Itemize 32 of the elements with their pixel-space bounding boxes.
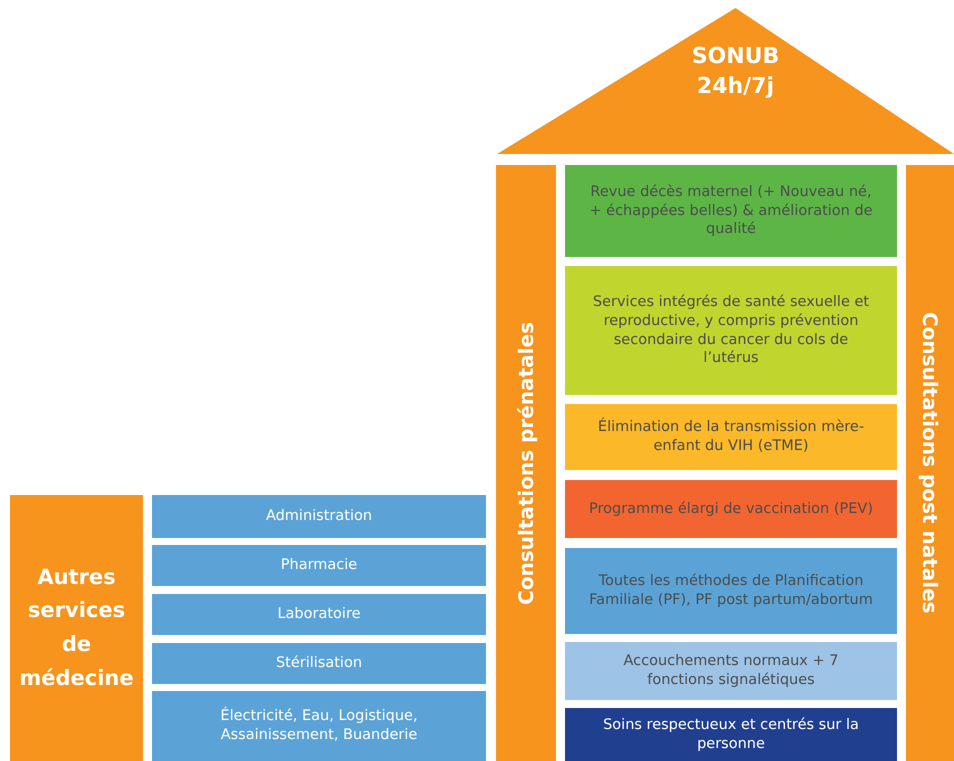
pillar-bar xyxy=(906,165,954,761)
service-block xyxy=(152,691,486,761)
block-label: Élimination de la transmission mère-enfant du VIH (eTME) xyxy=(596,418,866,456)
pillar-label: Autres services de médecine xyxy=(18,564,135,692)
block-label: Revue décès maternel (+ Nouveau né, + échappées belles) & amélioration de qualité xyxy=(588,182,874,240)
service-block xyxy=(565,404,897,470)
service-block xyxy=(152,643,486,684)
block-label: Électricité, Eau, Logistique, Assainissement, Buanderie xyxy=(219,707,419,745)
block-label: Stérilisation xyxy=(274,654,364,673)
service-block xyxy=(152,495,486,538)
roof-shape xyxy=(497,8,954,154)
block-label: Services intégrés de santé sexuelle et reproductive, y compris prévention secondaire du cancer du cols de l’utérus xyxy=(592,292,870,368)
service-block xyxy=(152,545,486,586)
service-block xyxy=(565,642,897,700)
service-block xyxy=(565,548,897,634)
block-label: Accouchements normaux + 7 fonctions signalétiques xyxy=(622,652,840,690)
pillar-bar xyxy=(496,165,556,761)
block-label: Soins respectueux et centrés sur la personne xyxy=(602,716,860,754)
side-panel xyxy=(10,495,143,761)
block-label: Administration xyxy=(264,507,374,526)
service-block xyxy=(565,480,897,538)
pillar-label: Consultations post natales xyxy=(917,312,943,614)
service-block xyxy=(565,708,897,761)
service-block xyxy=(152,594,486,635)
block-label: Pharmacie xyxy=(280,556,358,575)
block-label: Toutes les méthodes de Planification Familiale (PF), PF post partum/abortum xyxy=(588,572,874,610)
service-block xyxy=(565,165,897,257)
block-label: Laboratoire xyxy=(276,605,362,624)
roof-label: SONUB 24h/7j xyxy=(690,43,780,101)
service-block xyxy=(565,266,897,395)
pillar-label: Consultations prénatales xyxy=(513,322,539,604)
block-label: Programme élargi de vaccination (PEV) xyxy=(588,500,874,518)
